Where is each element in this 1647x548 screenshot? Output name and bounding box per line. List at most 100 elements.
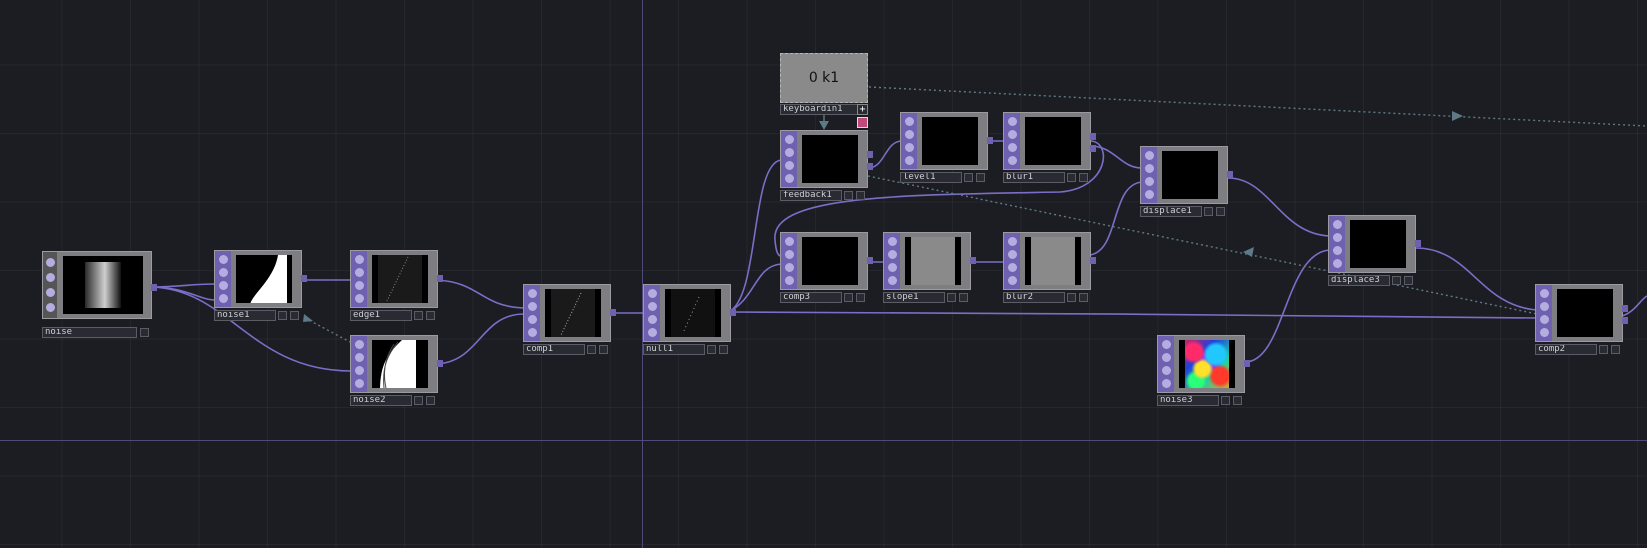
node-label[interactable]: feedback1 <box>780 190 842 201</box>
output-port-2[interactable] <box>1090 145 1096 152</box>
node-label[interactable]: slope1 <box>883 292 945 303</box>
viewer-toggle[interactable] <box>414 396 423 405</box>
flag-strip[interactable] <box>1536 285 1552 341</box>
viewer-toggle[interactable] <box>1204 207 1213 216</box>
wire-blur1-comp3 <box>774 140 1105 257</box>
node-preview <box>1025 117 1081 165</box>
bypass-icon[interactable] <box>45 258 55 267</box>
node-label[interactable]: noise3 <box>1157 395 1219 406</box>
node-label[interactable]: level1 <box>900 172 962 183</box>
viewer-toggle[interactable] <box>587 345 596 354</box>
display-toggle[interactable] <box>1404 276 1413 285</box>
lock-icon[interactable] <box>45 273 55 282</box>
lock-icon[interactable] <box>218 268 228 277</box>
viewer-toggle[interactable] <box>947 293 956 302</box>
viewer-toggle[interactable] <box>844 191 853 200</box>
viewer-toggle[interactable] <box>964 173 973 182</box>
viewer-toggle[interactable] <box>707 345 716 354</box>
display-toggle[interactable] <box>1216 207 1225 216</box>
output-port-2[interactable] <box>1622 317 1628 324</box>
output-port[interactable] <box>1415 240 1421 247</box>
node-label[interactable]: displace1 <box>1140 206 1202 217</box>
flag-strip[interactable] <box>1141 147 1157 203</box>
output-port[interactable] <box>867 151 873 158</box>
flag-strip[interactable] <box>644 285 660 341</box>
output-port[interactable] <box>1090 257 1096 264</box>
output-port[interactable] <box>301 275 307 282</box>
flag-strip[interactable] <box>781 233 797 289</box>
node-label[interactable]: noise1 <box>214 310 276 321</box>
display-toggle[interactable] <box>1233 396 1242 405</box>
flag-strip[interactable] <box>901 113 917 169</box>
viewer-toggle[interactable] <box>1599 345 1608 354</box>
flag-strip[interactable] <box>1329 216 1345 272</box>
flag-strip[interactable] <box>524 285 540 341</box>
viewer-toggle[interactable] <box>1392 276 1401 285</box>
display-toggle[interactable] <box>1079 293 1088 302</box>
viewer-toggle[interactable] <box>414 311 423 320</box>
viewer-toggle[interactable] <box>278 311 287 320</box>
flag-strip[interactable] <box>215 251 231 307</box>
plus-icon[interactable]: + <box>857 104 868 115</box>
node-label[interactable]: comp2 <box>1535 344 1597 355</box>
x-icon[interactable] <box>45 288 55 297</box>
wrench-icon[interactable] <box>45 303 55 312</box>
flag-strip[interactable] <box>1004 233 1020 289</box>
output-port[interactable] <box>1244 360 1250 367</box>
node-label[interactable]: keyboardin1 <box>780 104 868 115</box>
bypass-icon[interactable] <box>218 255 228 264</box>
cook-flag-icon[interactable] <box>857 117 868 128</box>
output-port[interactable] <box>437 360 443 367</box>
arrow-icon[interactable] <box>218 281 228 290</box>
node-label[interactable]: noise <box>42 327 137 338</box>
display-toggle[interactable] <box>426 311 435 320</box>
output-port-2[interactable] <box>867 163 873 170</box>
viewer-toggle[interactable] <box>1067 173 1076 182</box>
output-port[interactable] <box>1090 133 1096 140</box>
node-label[interactable]: comp3 <box>780 292 842 303</box>
output-port[interactable] <box>1622 305 1628 312</box>
display-toggle[interactable] <box>976 173 985 182</box>
display-toggle[interactable] <box>719 345 728 354</box>
node-label[interactable]: blur2 <box>1003 292 1065 303</box>
node-label[interactable]: comp1 <box>523 344 585 355</box>
output-port[interactable] <box>437 275 443 282</box>
output-port[interactable] <box>987 137 993 144</box>
output-port[interactable] <box>1227 171 1233 178</box>
viewer-toggle[interactable] <box>1067 293 1076 302</box>
display-toggle[interactable] <box>959 293 968 302</box>
display-toggle[interactable] <box>599 345 608 354</box>
flag-strip[interactable] <box>884 233 900 289</box>
output-port[interactable] <box>867 257 873 264</box>
viewer-toggle[interactable] <box>140 328 149 337</box>
display-toggle[interactable] <box>426 396 435 405</box>
wrench-icon[interactable] <box>218 294 228 303</box>
display-toggle[interactable] <box>1611 345 1620 354</box>
flag-strip[interactable] <box>351 336 367 392</box>
flag-strip[interactable] <box>781 131 797 187</box>
flag-strip[interactable] <box>351 251 367 307</box>
output-port[interactable] <box>610 309 616 316</box>
output-port[interactable] <box>151 284 157 291</box>
node-label[interactable]: edge1 <box>350 310 412 321</box>
output-port[interactable] <box>970 257 976 264</box>
flag-strip[interactable] <box>1004 113 1020 169</box>
viewer-toggle[interactable] <box>1221 396 1230 405</box>
display-toggle[interactable] <box>856 293 865 302</box>
node-preview <box>802 135 858 183</box>
wire-comp2-out <box>1621 295 1647 317</box>
node-preview <box>922 117 978 165</box>
ref-arrow-1 <box>1452 111 1463 121</box>
node-label[interactable]: null1 <box>643 344 705 355</box>
flag-strip[interactable] <box>43 252 57 318</box>
viewer-toggle[interactable] <box>844 293 853 302</box>
display-toggle[interactable] <box>290 311 299 320</box>
display-toggle[interactable] <box>856 191 865 200</box>
node-label[interactable]: noise2 <box>350 395 412 406</box>
node-label[interactable]: blur1 <box>1003 172 1065 183</box>
display-toggle[interactable] <box>1079 173 1088 182</box>
flag-strip[interactable] <box>1158 336 1174 392</box>
output-port[interactable] <box>730 309 736 316</box>
node-label[interactable]: displace3 <box>1328 275 1390 286</box>
